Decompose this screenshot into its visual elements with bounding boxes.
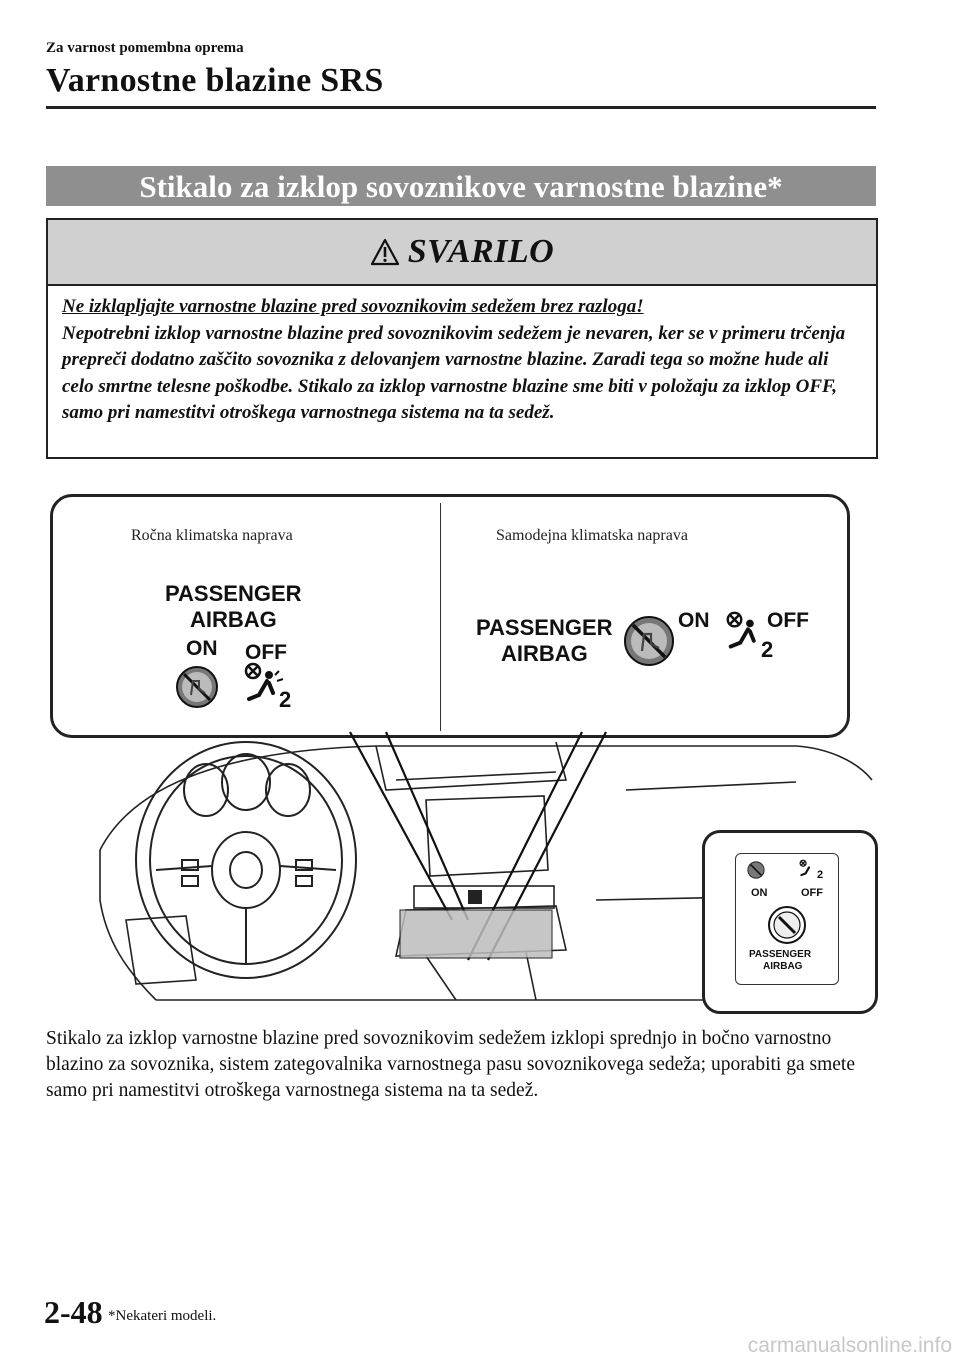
key-switch-dial xyxy=(768,906,806,944)
airbag-on-seat-icon xyxy=(176,666,218,708)
indicator-callout: Ročna klimatska naprava PASSENGER AIRBAG… xyxy=(50,494,850,738)
airbag-off-person-icon xyxy=(244,662,284,701)
warning-triangle-icon xyxy=(370,238,399,266)
warning-body: Nepotrebni izklop varnostne blazine pred… xyxy=(62,322,846,424)
indicator-text-passenger: PASSENGER xyxy=(165,581,302,606)
manual-ac-label: Ročna klimatska naprava xyxy=(131,527,293,544)
indicator-on-label-right: ON xyxy=(678,609,710,632)
automatic-ac-label: Samodejna klimatska naprava xyxy=(496,527,688,544)
switch-panel xyxy=(735,853,839,985)
switch-inset: 2 ON OFF PASSENGER AIRBAG xyxy=(702,830,878,1014)
inset-on-label: ON xyxy=(751,887,768,899)
inset-off-label: OFF xyxy=(801,887,823,899)
inset-off-icon xyxy=(799,859,811,877)
inset-airbag-text: AIRBAG xyxy=(763,961,803,972)
heading-rule xyxy=(46,106,876,109)
airbag-on-seat-icon-right xyxy=(624,616,674,666)
warning-header: SVARILO xyxy=(48,220,876,286)
inset-passenger-text: PASSENGER xyxy=(749,949,812,960)
indicator-seat-number-right: 2 xyxy=(761,637,774,662)
indicator-text-airbag: AIRBAG xyxy=(190,607,277,632)
indicator-text-passenger-right: PASSENGER xyxy=(476,615,613,640)
section-label: Za varnost pomembna oprema xyxy=(46,40,244,56)
footnote: *Nekateri modeli. xyxy=(108,1308,217,1324)
inset-on-icon xyxy=(747,861,765,879)
warning-title: SVARILO xyxy=(407,233,555,270)
panel-divider xyxy=(440,503,441,731)
indicator-text-airbag-right: AIRBAG xyxy=(501,641,588,666)
page-number: 2-48 xyxy=(44,1294,103,1330)
warning-lead: Ne izklapljajte varnostne blazine pred s… xyxy=(62,296,644,317)
subsection-title: Stikalo za izklop sovoznikove varnostne … xyxy=(46,166,876,206)
indicator-on-label: ON xyxy=(186,637,218,660)
indicator-off-label: OFF xyxy=(245,641,287,664)
dashboard-illustration xyxy=(99,731,873,1001)
page-title: Varnostne blazine SRS xyxy=(46,62,384,99)
airbag-off-person-icon-right xyxy=(726,611,756,649)
body-paragraph: Stikalo za izklop varnostne blazine pred… xyxy=(46,1028,855,1101)
indicator-seat-number: 2 xyxy=(279,687,292,712)
indicator-off-label-right: OFF xyxy=(767,609,809,632)
warning-text: Ne izklapljajte varnostne blazine pred s… xyxy=(62,294,862,427)
watermark: carmanualsonline.info xyxy=(747,1334,952,1357)
warning-box: SVARILO Ne izklapljajte varnostne blazin… xyxy=(46,218,878,459)
inset-seat-number: 2 xyxy=(817,869,824,881)
